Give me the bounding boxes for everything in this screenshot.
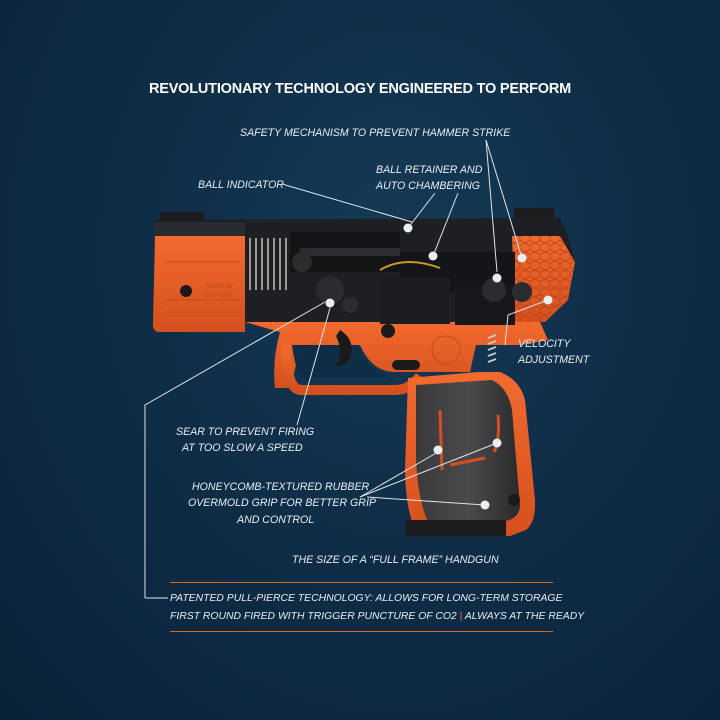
frame — [245, 278, 548, 395]
velocity-label-line1: VELOCITY — [518, 338, 571, 350]
sear-label-line1: SEAR TO PREVENT FIRING — [176, 426, 315, 438]
callout-dots — [325, 223, 553, 510]
svg-text:BEFORE: BEFORE — [205, 292, 234, 299]
svg-text:REAR W: REAR W — [205, 283, 233, 290]
footer-line-2-part-b: ALWAYS AT THE READY — [464, 611, 585, 622]
velocity-label-line2: ADJUSTMENT — [518, 354, 590, 366]
ball-retainer-label-line1: BALL RETAINER AND — [376, 164, 483, 176]
footer-line-1: PATENTED PULL-PIERCE TECHNOLOGY: ALLOWS … — [170, 593, 563, 604]
internal-mechanism — [292, 252, 532, 313]
full-frame-label: THE SIZE OF A “FULL FRAME” HANDGUN — [292, 554, 499, 566]
footer-separator: | — [459, 611, 463, 622]
sear-label-line2: AT TOO SLOW A SPEED — [182, 442, 303, 454]
safety-mechanism-label: SAFETY MECHANISM TO PREVENT HAMMER STRIK… — [240, 127, 511, 139]
ball-retainer-label-line2: AUTO CHAMBERING — [376, 180, 480, 192]
footer-rule-bottom — [170, 631, 553, 632]
page-title: REVOLUTIONARY TECHNOLOGY ENGINEERED TO P… — [148, 81, 572, 97]
grip-label-line1: HONEYCOMB-TEXTURED RUBBER — [192, 481, 370, 493]
footer-line-2: FIRST ROUND FIRED WITH TRIGGER PUNCTURE … — [170, 611, 584, 622]
grip-label-line2: OVERMOLD GRIP FOR BETTER GRIP — [188, 497, 376, 509]
footer-line-2-part-a: FIRST ROUND FIRED WITH TRIGGER PUNCTURE … — [170, 611, 457, 622]
callout-lines — [144, 139, 549, 599]
grip-label-line3: AND CONTROL — [237, 514, 315, 526]
footer-rule-top — [170, 582, 553, 583]
ball-indicator-label: BALL INDICATOR — [198, 179, 284, 191]
